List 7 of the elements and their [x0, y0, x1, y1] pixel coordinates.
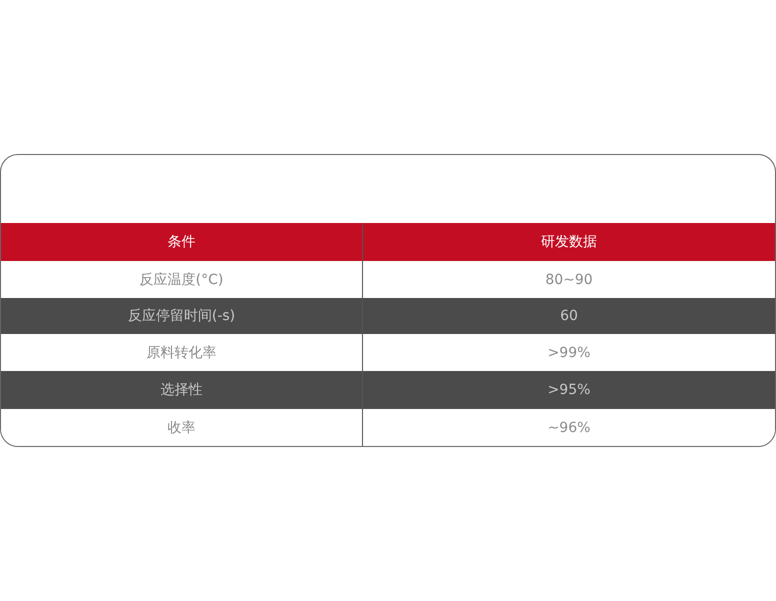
table-cell: 反应停留时间(-s) — [1, 298, 363, 334]
header-cell: 条件 — [1, 223, 363, 261]
header-cell: 研发数据 — [363, 223, 775, 261]
table-cell: 收率 — [1, 409, 363, 446]
table-cell: 60 — [363, 298, 775, 334]
table-cell: >95% — [363, 371, 775, 409]
table-cell: 选择性 — [1, 371, 363, 409]
